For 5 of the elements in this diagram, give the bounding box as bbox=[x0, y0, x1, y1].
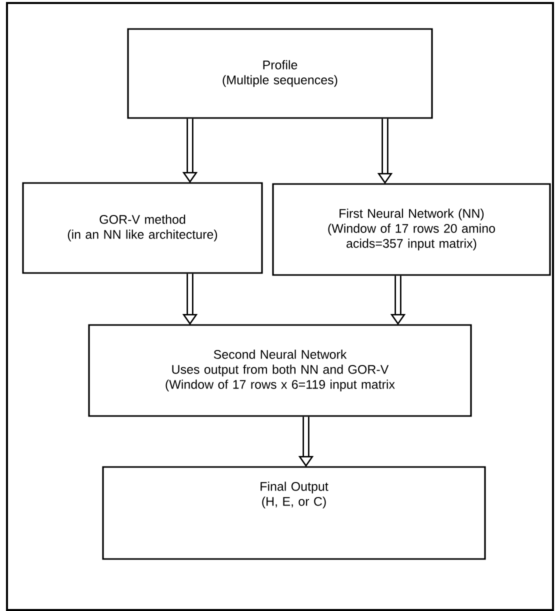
process-box: Final Output (H, E, or C) bbox=[102, 466, 486, 560]
process-box: GOR-V method (in an NN like architecture) bbox=[22, 182, 263, 274]
process-box: First Neural Network (NN) (Window of 17 rows 20 amino acids=357 input matrix) bbox=[272, 183, 551, 276]
process-box: Profile (Multiple sequences) bbox=[127, 28, 433, 119]
process-box: Second Neural Network Uses output from both NN and GOR-V (Window of 17 rows x 6=119 input matrix bbox=[88, 324, 472, 417]
